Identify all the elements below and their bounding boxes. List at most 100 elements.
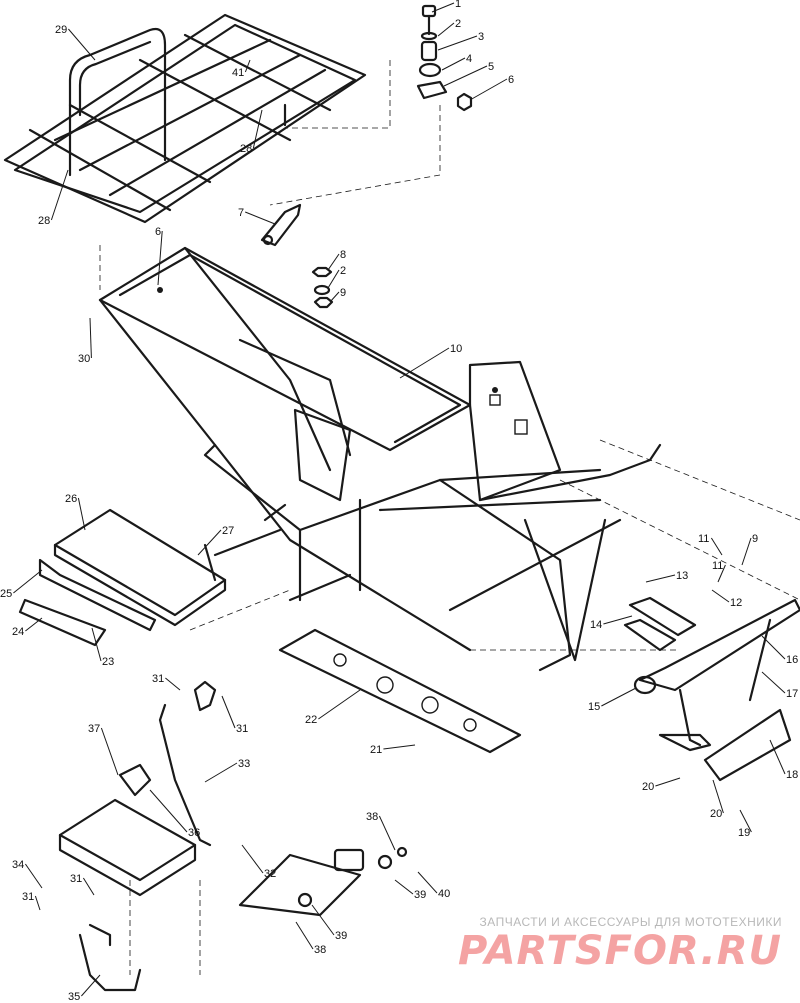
- callout-22: 22: [305, 689, 361, 726]
- callout-number: 1: [455, 0, 461, 10]
- callout-number: 5: [488, 61, 494, 73]
- callout-34: 34: [12, 859, 43, 889]
- callout-number: 7: [238, 207, 244, 219]
- callout-30: 30: [78, 317, 92, 365]
- callout-25: 25: [0, 569, 43, 600]
- callout-12: 12: [711, 589, 742, 609]
- callout-number: 29: [55, 24, 67, 36]
- callout-number: 31: [236, 723, 248, 735]
- callout-number: 2: [340, 265, 346, 277]
- callout-number: 18: [786, 769, 798, 781]
- callout-leader: [469, 78, 508, 101]
- callout-leader: [252, 109, 263, 149]
- callout-leader: [34, 895, 41, 911]
- callout-11b: 11: [712, 560, 726, 583]
- callout-leader: [645, 574, 676, 583]
- callout-6a: 6: [469, 74, 514, 101]
- callout-2b: 2: [327, 265, 346, 289]
- callout-number: 9: [752, 533, 758, 545]
- watermark: ЗАПЧАСТИ И АКСЕССУАРЫ ДЛЯ МОТОТЕХНИКИ PA…: [458, 915, 782, 973]
- callout-number: 10: [450, 343, 462, 355]
- callout-11a: 11: [698, 533, 723, 556]
- callout-leader: [603, 615, 633, 625]
- callout-leader: [89, 317, 92, 359]
- callout-leader: [165, 677, 181, 691]
- callout-leader: [327, 253, 340, 271]
- callout-leader: [441, 57, 466, 71]
- callout-leader: [100, 727, 119, 776]
- callout-leader: [13, 569, 43, 594]
- callout-number: 6: [508, 74, 514, 86]
- callout-number: 21: [370, 744, 382, 756]
- callout-7: 7: [238, 207, 276, 225]
- skid-plate: [278, 628, 522, 754]
- callout-number: 19: [738, 827, 750, 839]
- callout-20b: 20: [710, 779, 724, 820]
- callout-number: 11: [712, 560, 723, 572]
- callout-number: 40: [438, 888, 450, 900]
- callout-leader: [25, 617, 43, 632]
- assembly-guides: [99, 60, 800, 975]
- callout-10: 10: [399, 343, 462, 379]
- callout-38b: 38: [295, 921, 326, 956]
- callout-number: 13: [676, 570, 688, 582]
- watermark-logo: PARTSFOR.RU: [457, 928, 782, 974]
- callout-leader: [24, 863, 43, 889]
- callout-leader: [739, 809, 752, 833]
- callout-1: 1: [431, 0, 461, 13]
- callout-leader: [68, 28, 96, 61]
- callout-31c: 31: [70, 873, 95, 896]
- callout-leader: [437, 35, 478, 51]
- callout-number: 16: [786, 654, 798, 666]
- callout-2a: 2: [437, 18, 461, 37]
- callout-39a: 39: [394, 879, 426, 901]
- callout-number: 20: [710, 808, 722, 820]
- callout-leader: [710, 537, 723, 556]
- callout-number: 6: [155, 226, 161, 238]
- callout-leader: [241, 844, 264, 874]
- callout-leader: [318, 689, 361, 720]
- callout-31d: 31: [22, 891, 41, 911]
- callout-6b: 6: [155, 226, 163, 286]
- callout-13: 13: [645, 570, 688, 583]
- main-frame: [98, 246, 662, 672]
- callout-32: 32: [241, 844, 276, 880]
- callout-number: 9: [340, 287, 346, 299]
- lower-right-footrest: [238, 846, 408, 917]
- callout-38a: 38: [366, 811, 396, 851]
- callout-number: 36: [188, 827, 200, 839]
- callout-number: 25: [0, 588, 12, 600]
- callout-leader: [295, 921, 314, 950]
- brake-linkage: [118, 680, 217, 847]
- callout-number: 41: [232, 67, 244, 79]
- callout-leader: [769, 739, 786, 775]
- callout-leader: [761, 635, 786, 660]
- callout-leader: [399, 347, 450, 379]
- callout-number: 32: [264, 868, 276, 880]
- callout-number: 31: [152, 673, 164, 685]
- callout-18: 18: [769, 739, 798, 781]
- callout-17: 17: [761, 671, 798, 700]
- callout-number: 20: [642, 781, 654, 793]
- callout-number: 39: [414, 889, 426, 901]
- callout-28a: 28: [240, 109, 263, 155]
- callout-leader: [761, 671, 786, 694]
- callout-14: 14: [590, 615, 633, 631]
- callout-41: 41: [232, 59, 251, 79]
- callout-number: 24: [12, 626, 24, 638]
- watermark-caption: ЗАПЧАСТИ И АКСЕССУАРЫ ДЛЯ МОТОТЕХНИКИ: [479, 915, 782, 929]
- callout-37: 37: [88, 723, 119, 776]
- callout-number: 22: [305, 714, 317, 726]
- callout-number: 23: [102, 656, 114, 668]
- callout-28b: 28: [38, 169, 69, 227]
- callout-leader: [383, 744, 416, 750]
- callout-40: 40: [417, 871, 450, 900]
- callout-leader: [77, 497, 86, 531]
- callout-leader: [157, 230, 163, 286]
- callout-number: 31: [70, 873, 82, 885]
- callout-31b: 31: [221, 695, 248, 735]
- callout-leader: [204, 762, 238, 783]
- callout-leader: [712, 779, 724, 814]
- callout-number: 8: [340, 249, 346, 261]
- callout-leader: [601, 687, 637, 707]
